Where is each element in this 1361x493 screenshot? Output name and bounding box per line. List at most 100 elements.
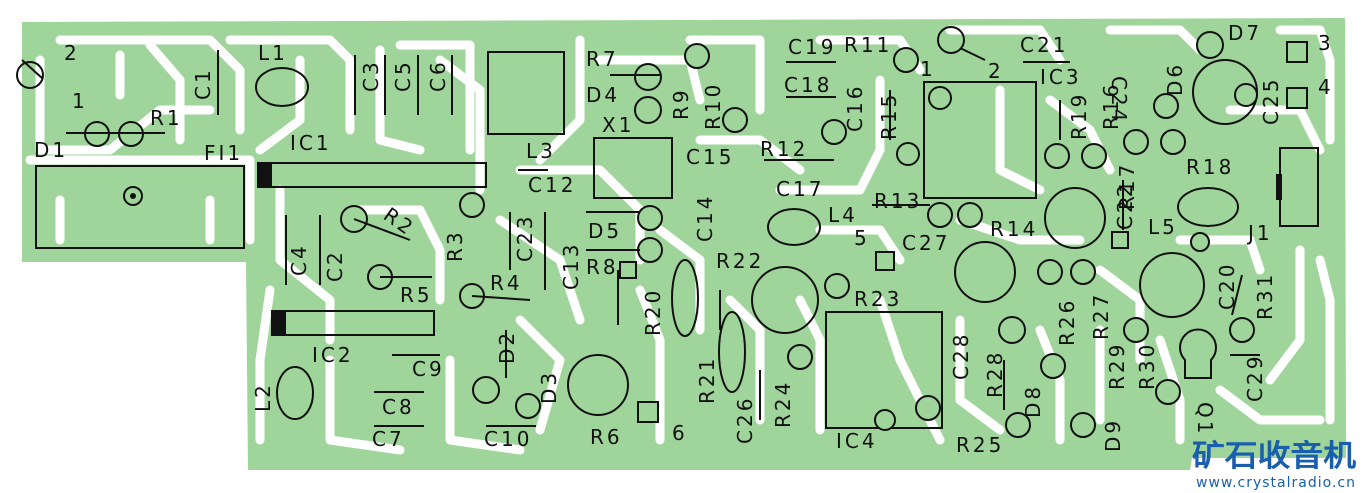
label-c16: C16 [843,84,867,132]
label-c13: C13 [559,242,583,290]
pad [928,86,952,110]
label-c9: C9 [412,357,445,381]
pad [915,395,941,421]
pin-6: 6 [672,421,688,445]
square-pad [619,261,637,279]
label-ic3: IC3 [1040,65,1082,89]
label-l5: L5 [1148,215,1178,239]
pad [896,142,920,166]
square-pad [637,401,659,423]
watermark-cn: 矿石收音机 [1192,439,1356,474]
pad [957,202,983,228]
watermark-url: www.crystalradio.cn [1196,475,1356,491]
pin-3: 3 [1318,31,1334,55]
label-c6: C6 [426,59,450,92]
x1-outline [593,137,673,199]
label-c25: C25 [1259,77,1283,125]
l4-body [767,208,821,246]
label-r24: R24 [771,380,795,428]
pad [637,237,663,263]
label-l3: L3 [526,139,556,163]
pin-4: 4 [1318,75,1334,99]
label-r9: R9 [669,87,693,120]
pad [787,344,813,370]
label-d5: D5 [588,219,622,243]
label-d9: D9 [1101,418,1125,452]
label-c26: C26 [733,396,757,444]
label-c24: C24 [1107,76,1131,124]
square-pad [1286,87,1308,109]
label-d4: D4 [586,83,620,107]
pin-1-left: 1 [72,89,88,113]
pad [1037,259,1063,285]
label-c15: C15 [686,145,734,169]
connector-mark [1276,174,1282,200]
q1-body [1179,328,1217,379]
label-r17: R17 [1115,162,1139,210]
label-r3: R3 [443,229,467,262]
pad [637,205,663,231]
label-l1: L1 [258,41,288,65]
pad [722,107,748,133]
label-c5: C5 [391,59,415,92]
component-outlines [35,51,1319,429]
silkscreen-lines [16,26,1260,427]
label-c7: C7 [372,427,405,451]
pad [1005,412,1031,438]
square-pad [1286,41,1308,63]
label-r14: R14 [990,217,1038,241]
label-c28: C28 [949,332,973,380]
r21-body [718,311,746,393]
test-point-left [16,61,44,89]
label-c4: C4 [287,243,311,276]
pad [634,63,662,91]
l1-body [255,67,309,107]
label-l2: L2 [251,382,275,412]
pad [874,409,896,431]
label-c2: C2 [323,249,347,282]
label-c14: C14 [693,194,717,242]
label-c23: C23 [513,214,537,262]
pad [824,273,850,299]
label-c10: C10 [484,427,532,451]
label-r29: R29 [1105,342,1129,390]
test-point-ic3 [937,26,965,54]
component-pads [84,31,1308,438]
label-d3: D3 [537,370,561,404]
label-d1: D1 [34,138,68,162]
label-c22: C22 [1113,182,1137,230]
l5-body [1177,187,1239,227]
pad [1123,317,1149,343]
component-labels: D1 R1 C1 L1 C3 C5 C6 FI1 IC1 R7 D4 X1 L3… [34,21,1283,457]
pad [515,393,541,419]
pad [1155,379,1181,405]
label-r31: R31 [1253,272,1277,320]
r14-body [954,241,1016,303]
label-c27: C27 [902,231,950,255]
label-r30: R30 [1135,342,1159,390]
pad [459,192,485,218]
pad [634,96,662,124]
label-x1: X1 [602,113,634,137]
label-c8: C8 [382,395,415,419]
pad [684,43,710,69]
label-c19: C19 [788,35,836,59]
pin-2-left: 2 [64,41,80,65]
ic1-notch [258,163,272,187]
filter-fi1-outline [35,165,245,249]
label-r7: R7 [586,47,619,71]
label-r5: R5 [400,283,433,307]
pin-2-ic3: 2 [988,59,1004,83]
label-c12: C12 [528,173,576,197]
label-r6: R6 [590,425,623,449]
pad [1044,143,1070,169]
label-ic4: IC4 [836,429,878,453]
label-r10: R10 [701,82,725,130]
r22-body [751,266,819,334]
r20-body [671,259,699,337]
pad [1070,412,1096,438]
label-c1: C1 [191,67,215,100]
label-ic2: IC2 [312,343,354,367]
watermark: 矿石收音机 www.crystalradio.cn [1192,439,1356,491]
pad [998,316,1026,344]
